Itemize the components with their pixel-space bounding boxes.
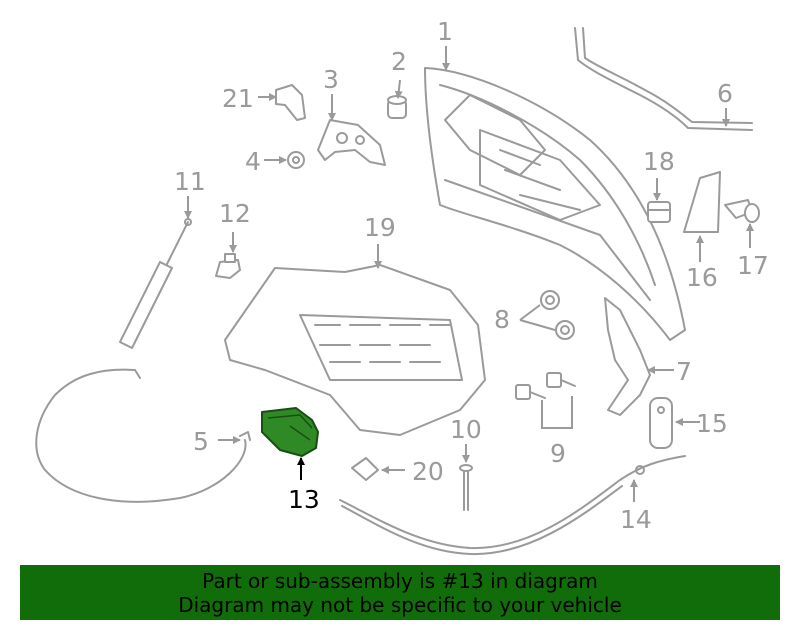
plate-part — [683, 171, 721, 233]
pin-part — [215, 253, 241, 279]
nut-clip-part — [351, 457, 379, 481]
cable-lower-part — [339, 455, 686, 550]
nut-pair-part — [540, 290, 575, 340]
callout-9: 9 — [550, 439, 566, 468]
callout-17: 17 — [737, 251, 769, 280]
banner-line-2: Diagram may not be specific to your vehi… — [178, 592, 622, 617]
callout-19: 19 — [364, 213, 396, 242]
callout-6: 6 — [717, 79, 733, 108]
bumper-part — [387, 95, 407, 119]
callout-21: 21 — [222, 84, 254, 113]
callout-15: 15 — [696, 409, 728, 438]
bolt-pair-part — [515, 372, 576, 400]
callout-10: 10 — [450, 415, 482, 444]
screw-part — [724, 199, 760, 223]
latch-part — [317, 119, 386, 166]
callout-8: 8 — [494, 305, 510, 334]
nut-part — [287, 151, 305, 169]
hood-part — [424, 67, 686, 341]
callout-14: 14 — [620, 505, 652, 534]
callout-12: 12 — [219, 199, 251, 228]
callout-16: 16 — [686, 263, 718, 292]
callout-3: 3 — [323, 65, 339, 94]
strut-part — [119, 218, 192, 349]
hinge-part — [604, 297, 651, 416]
callout-13: 13 — [288, 485, 320, 514]
bracket-part — [275, 84, 306, 121]
rod-part — [574, 27, 753, 131]
callout-5: 5 — [193, 427, 209, 456]
callout-20: 20 — [412, 457, 444, 486]
release-cable-part — [35, 368, 247, 503]
callout-11: 11 — [174, 167, 206, 196]
callout-7: 7 — [676, 357, 692, 386]
stop-part — [649, 397, 673, 449]
callout-4: 4 — [245, 147, 261, 176]
callout-18: 18 — [643, 147, 675, 176]
insulator-part — [224, 264, 486, 436]
parts-diagram: 1 2 3 21 4 6 11 12 19 18 16 17 8 7 15 9 … — [35, 17, 769, 556]
callout-1: 1 — [437, 17, 453, 46]
clip-part — [647, 201, 671, 223]
info-banner: Part or sub-assembly is #13 in diagram D… — [20, 565, 780, 620]
callout-2: 2 — [391, 47, 407, 76]
banner-line-1: Part or sub-assembly is #13 in diagram — [202, 568, 598, 593]
rod-pin-part — [459, 464, 473, 511]
